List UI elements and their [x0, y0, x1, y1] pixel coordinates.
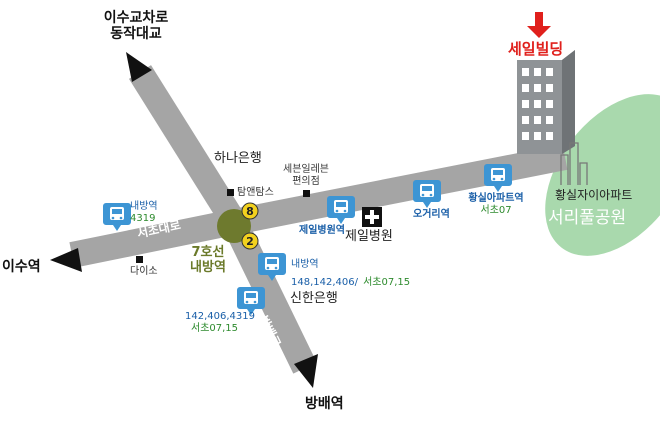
bus-stop-ogeori: 오거리역 [413, 209, 450, 220]
target-arrow-icon [527, 12, 551, 38]
west-destination: 이수역 [2, 259, 41, 275]
bus-stop-routes-blue: 142,406,4319 [185, 311, 255, 322]
bus-icon-jeil-hospital [327, 196, 355, 224]
bus-stop-hwangsil: 황실아파트역 서초07 [462, 193, 530, 216]
station-title: 내방역 [190, 259, 226, 275]
bus-stop-name: 황실아파트역 [468, 193, 524, 204]
landmark-apartment: 황실자이아파트 [555, 188, 633, 202]
bus-stop-name: 내방역 [130, 201, 158, 212]
bus-stop-routes-green: 서초07,15 [191, 322, 239, 334]
seven-eleven-marker-icon [303, 190, 310, 197]
south-destination: 방배역 [305, 396, 344, 412]
exit-2-badge [241, 232, 259, 250]
north-arrow-icon [126, 52, 152, 82]
seven-eleven-line1: 세븐일레븐 [283, 164, 329, 175]
bus-icon-hwangsil [484, 164, 512, 192]
road-northwest [128, 65, 246, 229]
west-arrow-icon [50, 248, 82, 272]
station-name: 7호선 내방역 [180, 245, 236, 276]
north-destination: 이수교차로 동작대교 [88, 10, 184, 42]
landmark-daiso: 다이소 [130, 266, 158, 277]
bus-stop-routes-blue: 148,142,406/ [291, 276, 358, 288]
landmark-seven-eleven: 세븐일레븐 편의점 [282, 164, 330, 187]
hospital-cross-icon [362, 207, 382, 227]
north-destination-line2: 동작대교 [110, 26, 162, 43]
target-building-icon [517, 50, 575, 154]
bus-icon-naebang-west [103, 203, 131, 231]
station-line: 7호선 [191, 245, 225, 260]
park-area [545, 94, 660, 256]
landmark-park: 서리풀공원 [548, 208, 627, 228]
target-building-label: 세일빌딩 [508, 40, 564, 58]
station-circle-icon [217, 209, 251, 243]
exit-8-label: 8 [246, 205, 254, 218]
landmark-tanglans: 탐앤탐스 [237, 187, 274, 198]
bus-stop-jeil-hospital: 제일병원역 [299, 225, 345, 236]
apartment-skyline-icon [560, 142, 588, 185]
landmark-shinhan-bank: 신한은행 [290, 291, 338, 306]
bus-stop-routes: 서초07 [480, 204, 512, 216]
seven-eleven-line2: 편의점 [292, 175, 320, 187]
bus-stop-routes-green: 서초07,15 [363, 276, 411, 288]
bus-stop-naebang-south2: 142,406,4319 서초07,15 [185, 311, 255, 334]
daiso-marker-icon [136, 256, 143, 263]
south-arrow-icon [294, 354, 318, 388]
north-destination-line1: 이수교차로 [103, 10, 169, 26]
road-west-seochodaero [69, 209, 237, 268]
bus-stop-routes: 148,142,406/ 서초07,15 [291, 271, 410, 289]
exit-2-label: 2 [246, 235, 254, 248]
landmark-hana-bank: 하나은행 [214, 151, 262, 166]
bus-stop-routes: 4319 [130, 212, 156, 224]
bus-stop-name: 내방역 [291, 259, 319, 270]
landmark-jeil-hospital: 제일병원 [345, 229, 393, 244]
exit-8-badge [241, 202, 259, 220]
tanglans-marker-icon [227, 189, 234, 196]
bus-stop-naebang-south1: 내방역 148,142,406/ 서초07,15 [291, 259, 410, 289]
bus-icon-ogeori [413, 180, 441, 208]
bus-stop-naebang-west: 내방역 4319 [130, 201, 158, 224]
